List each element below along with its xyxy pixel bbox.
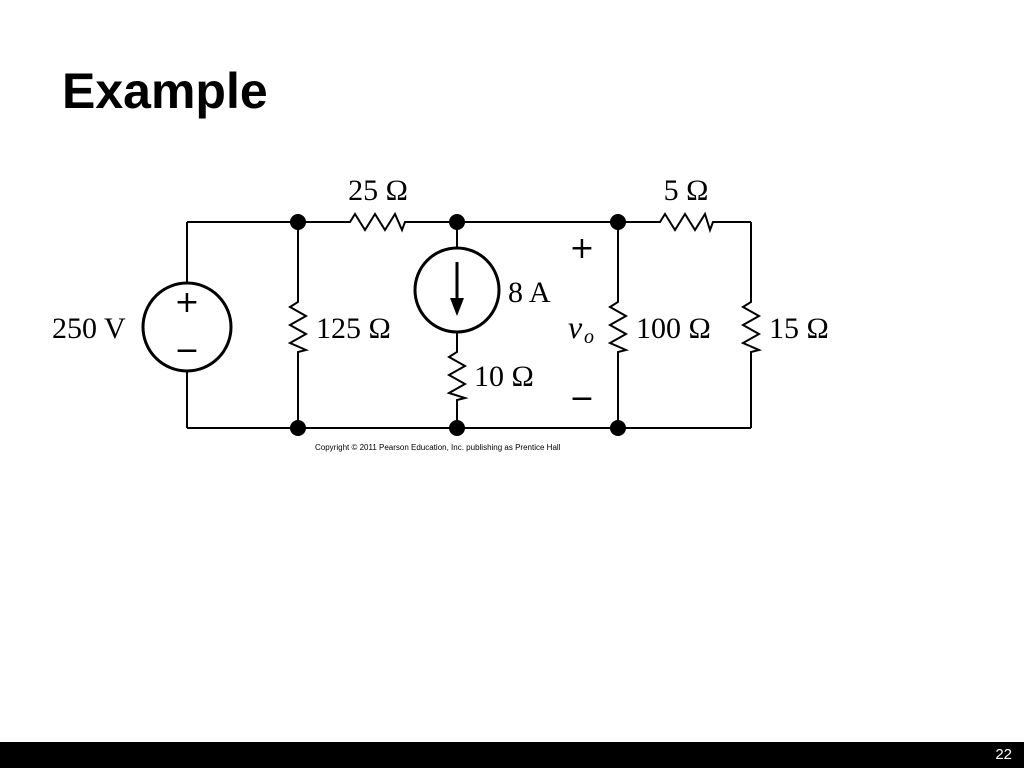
vo-subscript: o [584, 326, 594, 348]
resistor-100-ohm [607, 298, 630, 355]
current-source-label: 8 A [508, 276, 551, 309]
circuit-nodes [290, 214, 626, 436]
resistor-5-ohm [655, 211, 715, 234]
copyright-notice: Copyright © 2011 Pearson Education, Inc.… [315, 443, 561, 452]
resistor-125-ohm [287, 298, 310, 355]
current-source [413, 246, 501, 334]
footer-bar: 22 [0, 742, 1024, 768]
resistor-15-ohm [740, 298, 763, 355]
voltage-source: + − [141, 281, 233, 373]
resistor-25-ohm-label: 25 Ω [348, 174, 408, 207]
source-voltage-label: 250 V [52, 312, 126, 345]
source-minus-sign: − [174, 333, 199, 368]
node-dot [290, 420, 306, 436]
resistor-125-ohm-label: 125 Ω [316, 312, 391, 345]
vo-plus-sign: + [569, 231, 594, 266]
vo-symbol: v [568, 309, 583, 345]
resistor-5-ohm-label: 5 Ω [664, 174, 709, 207]
source-plus-sign: + [174, 285, 199, 320]
node-dot [610, 420, 626, 436]
resistor-10-ohm-label: 10 Ω [474, 360, 534, 393]
resistor-15-ohm-label: 15 Ω [769, 312, 829, 345]
node-dot [449, 420, 465, 436]
resistor-10-ohm [446, 348, 469, 402]
node-dot [290, 214, 306, 230]
node-dot [610, 214, 626, 230]
page-number: 22 [995, 746, 1012, 763]
resistor-100-ohm-label: 100 Ω [636, 312, 711, 345]
resistor-25-ohm [345, 211, 410, 233]
slide-title: Example [62, 63, 268, 119]
vo-minus-sign: − [569, 381, 594, 416]
node-dot [449, 214, 465, 230]
